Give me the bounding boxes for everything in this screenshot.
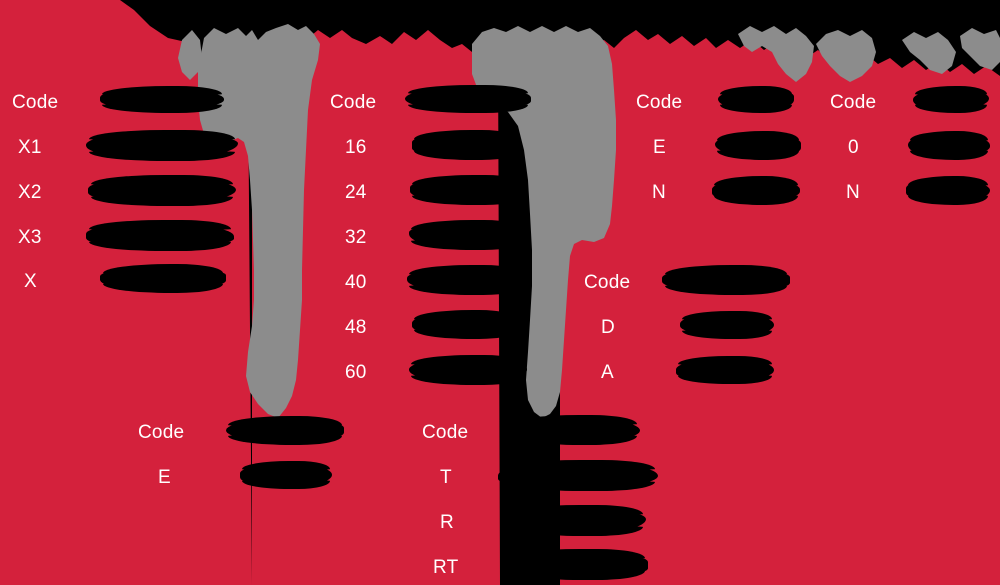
table-numeric-row-label-40: 40 bbox=[345, 272, 367, 293]
table-0n-row-value-redaction-0 bbox=[908, 131, 990, 160]
table-x-row-value-redaction-x2 bbox=[88, 174, 236, 207]
table-en-row-label-e: E bbox=[653, 137, 666, 158]
table-trrt-row-value-redaction-r bbox=[508, 504, 646, 537]
table-da-row-value-redaction-a bbox=[676, 356, 774, 384]
table-0n-row-value-redaction-n bbox=[906, 176, 990, 205]
table-numeric-row-label-32: 32 bbox=[345, 227, 367, 248]
table-0n-header-value-redaction bbox=[913, 86, 989, 113]
column-separator-gray-2 bbox=[472, 26, 616, 418]
table-en-header-value-redaction bbox=[718, 86, 794, 113]
table-numeric-header-label: Code bbox=[330, 92, 377, 113]
table-0n-row-label-n: N bbox=[846, 182, 860, 203]
table-numeric-row-value-redaction-48 bbox=[412, 310, 520, 339]
top-edge-gray-fragment-3 bbox=[902, 32, 956, 74]
table-trrt-row-value-redaction-t bbox=[498, 459, 658, 492]
top-edge-gray-fragment-4 bbox=[960, 28, 1000, 70]
table-e-header-label: Code bbox=[138, 422, 185, 443]
document-red-body-3 bbox=[560, 30, 1000, 585]
table-trrt-header-label: Code bbox=[422, 422, 469, 443]
table-numeric-row-label-60: 60 bbox=[345, 362, 367, 383]
top-edge-gray-fragment-1 bbox=[738, 26, 814, 82]
table-x-row-value-redaction-x3 bbox=[86, 219, 234, 252]
table-en-header-label: Code bbox=[636, 92, 683, 113]
table-numeric-row-value-redaction-32 bbox=[409, 219, 527, 251]
table-numeric-row-value-redaction-60 bbox=[409, 354, 527, 386]
table-trrt-header-value-redaction bbox=[508, 414, 640, 446]
table-da-row-label-a: A bbox=[601, 362, 614, 383]
table-x-row-label-x: X bbox=[24, 271, 37, 292]
table-trrt-row-label-rt: RT bbox=[433, 557, 459, 578]
table-numeric-row-value-redaction-16 bbox=[412, 129, 522, 161]
table-e-row-label-e: E bbox=[158, 467, 171, 488]
top-edge-gray-fragment-5 bbox=[178, 30, 202, 80]
table-trrt-row-value-redaction-rt bbox=[506, 548, 648, 581]
table-x-row-label-x2: X2 bbox=[18, 182, 42, 203]
table-x-row-label-x3: X3 bbox=[18, 227, 42, 248]
table-trrt-row-label-r: R bbox=[440, 512, 454, 533]
table-e-row-value-redaction-e bbox=[240, 461, 332, 489]
table-numeric-row-value-redaction-40 bbox=[407, 264, 527, 296]
table-trrt-row-label-t: T bbox=[440, 467, 452, 488]
table-numeric-row-value-redaction-24 bbox=[410, 174, 528, 206]
table-da-row-value-redaction-d bbox=[680, 311, 774, 339]
table-en-row-value-redaction-e bbox=[715, 131, 801, 160]
top-edge-gray-fragment-2 bbox=[816, 30, 876, 82]
table-x-header-value-redaction bbox=[100, 86, 224, 113]
column-separator-gray-1 bbox=[198, 24, 320, 418]
table-x-header-label: Code bbox=[12, 92, 59, 113]
table-numeric-row-label-16: 16 bbox=[345, 137, 367, 158]
table-numeric-row-label-24: 24 bbox=[345, 182, 367, 203]
table-en-row-value-redaction-n bbox=[712, 176, 800, 205]
table-x-row-label-x1: X1 bbox=[18, 137, 42, 158]
table-da-row-label-d: D bbox=[601, 317, 615, 338]
document-red-body-2 bbox=[252, 30, 500, 585]
table-0n-header-label: Code bbox=[830, 92, 877, 113]
table-da-header-label: Code bbox=[584, 272, 631, 293]
table-e-header-value-redaction bbox=[226, 416, 344, 445]
table-da-header-value-redaction bbox=[662, 264, 790, 296]
table-x-row-value-redaction-x1 bbox=[86, 129, 238, 162]
table-numeric-row-label-48: 48 bbox=[345, 317, 367, 338]
table-0n-row-label-0: 0 bbox=[848, 137, 859, 158]
table-x-row-value-redaction-x bbox=[100, 264, 226, 293]
table-en-row-label-n: N bbox=[652, 182, 666, 203]
table-numeric-header-value-redaction bbox=[405, 85, 531, 113]
